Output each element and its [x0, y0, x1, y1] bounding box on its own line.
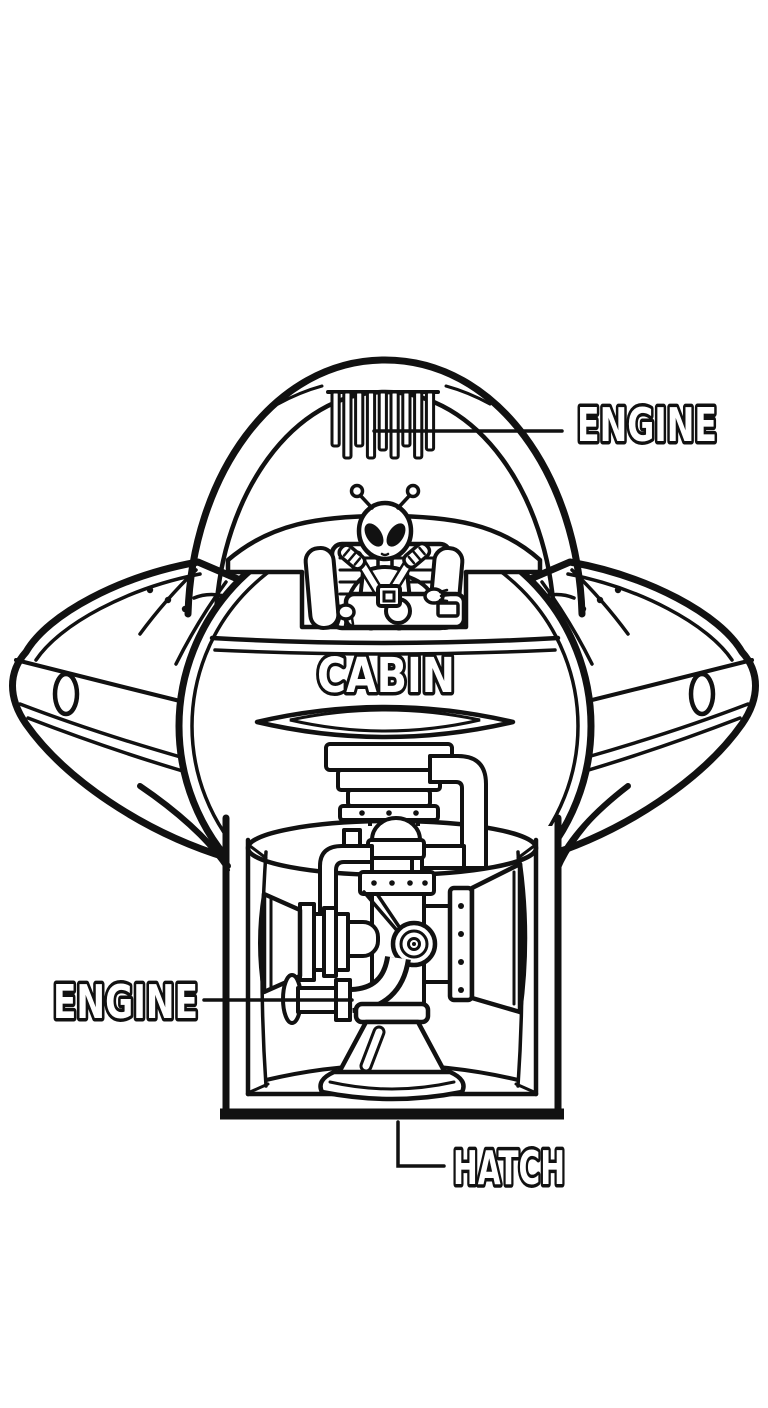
wing-seam-2: [174, 580, 228, 666]
wing-band-line-2: [18, 702, 186, 760]
alien-hand-left: [336, 603, 356, 628]
wing-band-line-3: [26, 716, 188, 774]
alien-eye-right: [386, 523, 406, 547]
dome-outer-arc: [184, 356, 586, 618]
dome-seam-right: [444, 384, 492, 406]
cockpit: [225, 483, 543, 631]
strap-anchor-left: [337, 543, 367, 571]
dome-seam-left: [276, 384, 324, 406]
dish-inner: [289, 708, 481, 733]
alien-pilot: [336, 483, 467, 631]
console-screen: [436, 601, 460, 618]
nozzle-bell-rim: [318, 1069, 466, 1102]
porthole: [52, 671, 80, 717]
leader-line-hatch: [396, 1120, 446, 1168]
label-cabin: CABIN: [317, 648, 455, 704]
column-hump: [370, 816, 422, 842]
seat-bolster-left: [303, 546, 341, 630]
left-thruster-cone: [258, 891, 350, 995]
alien-antennae: [349, 483, 421, 510]
right-thruster-cone: [422, 861, 528, 1015]
alien-hand-right: [423, 587, 451, 605]
nozzle-top-flange: [353, 1001, 431, 1025]
harness-buckle: [376, 584, 402, 608]
plate-bolts: [371, 880, 428, 886]
wing-outline: [9, 558, 244, 864]
wing-top-inner-line: [34, 572, 202, 662]
label-engine-top: ENGINE: [577, 398, 717, 452]
alien-eye-left: [364, 523, 384, 547]
alien-mouth: [380, 552, 390, 557]
column-collar: [366, 838, 426, 860]
saucer-left-wing: [9, 558, 244, 864]
label-hatch: HATCH: [453, 1141, 565, 1195]
pulley-wheel: [390, 920, 438, 968]
harness-buckle-slot: [382, 590, 396, 603]
engine-grille: [326, 390, 440, 460]
lower-left-pipe: [281, 955, 411, 1025]
bolted-plate: [358, 870, 436, 896]
wing-band-line-1: [14, 658, 186, 704]
annotations: ENGINE CABIN ENGINE HATCH: [50, 395, 721, 1199]
alien-head: [356, 500, 414, 562]
pedestal-bolts: [359, 810, 419, 816]
cabin-floor-band: [209, 635, 561, 656]
grille-bars: [330, 390, 436, 460]
engine-machinery: [258, 754, 528, 1025]
strap-anchor-right: [402, 541, 432, 570]
exhaust-nozzle: [318, 1001, 466, 1102]
lens-dish: [254, 704, 516, 740]
label-engine-left: ENGINE: [53, 975, 198, 1029]
control-console: [343, 591, 467, 630]
